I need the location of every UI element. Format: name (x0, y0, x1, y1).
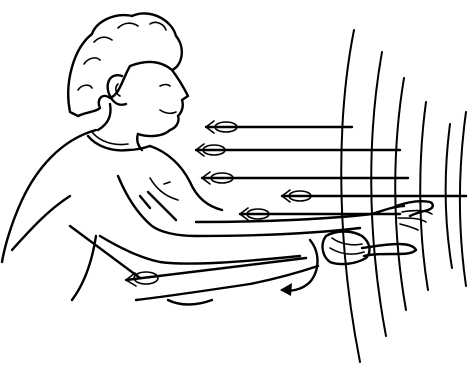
arrow (202, 172, 408, 184)
back-outline (2, 130, 96, 262)
vector-arrows (126, 121, 466, 286)
open-hand (396, 201, 433, 216)
curl-arc (282, 240, 318, 291)
arm-cross-line (148, 192, 176, 220)
person-icon (2, 13, 433, 304)
arrow (196, 144, 400, 156)
arrow (206, 121, 352, 133)
shirt-fold (164, 182, 170, 184)
arm-left-edge (72, 236, 96, 300)
field-arc (371, 52, 386, 336)
face-profile (138, 70, 188, 136)
eye (160, 85, 170, 87)
lower-arm-top (100, 236, 300, 264)
sleeve-edge (140, 196, 150, 208)
hair-curls (78, 22, 166, 90)
upper-arm (118, 176, 196, 236)
mouth (160, 110, 176, 113)
arrow (282, 190, 466, 202)
field-arc (395, 78, 406, 310)
arm-detail (168, 300, 212, 305)
fist-fingers (330, 238, 364, 254)
curl-arrowhead (280, 283, 292, 296)
field-arc (460, 112, 466, 286)
